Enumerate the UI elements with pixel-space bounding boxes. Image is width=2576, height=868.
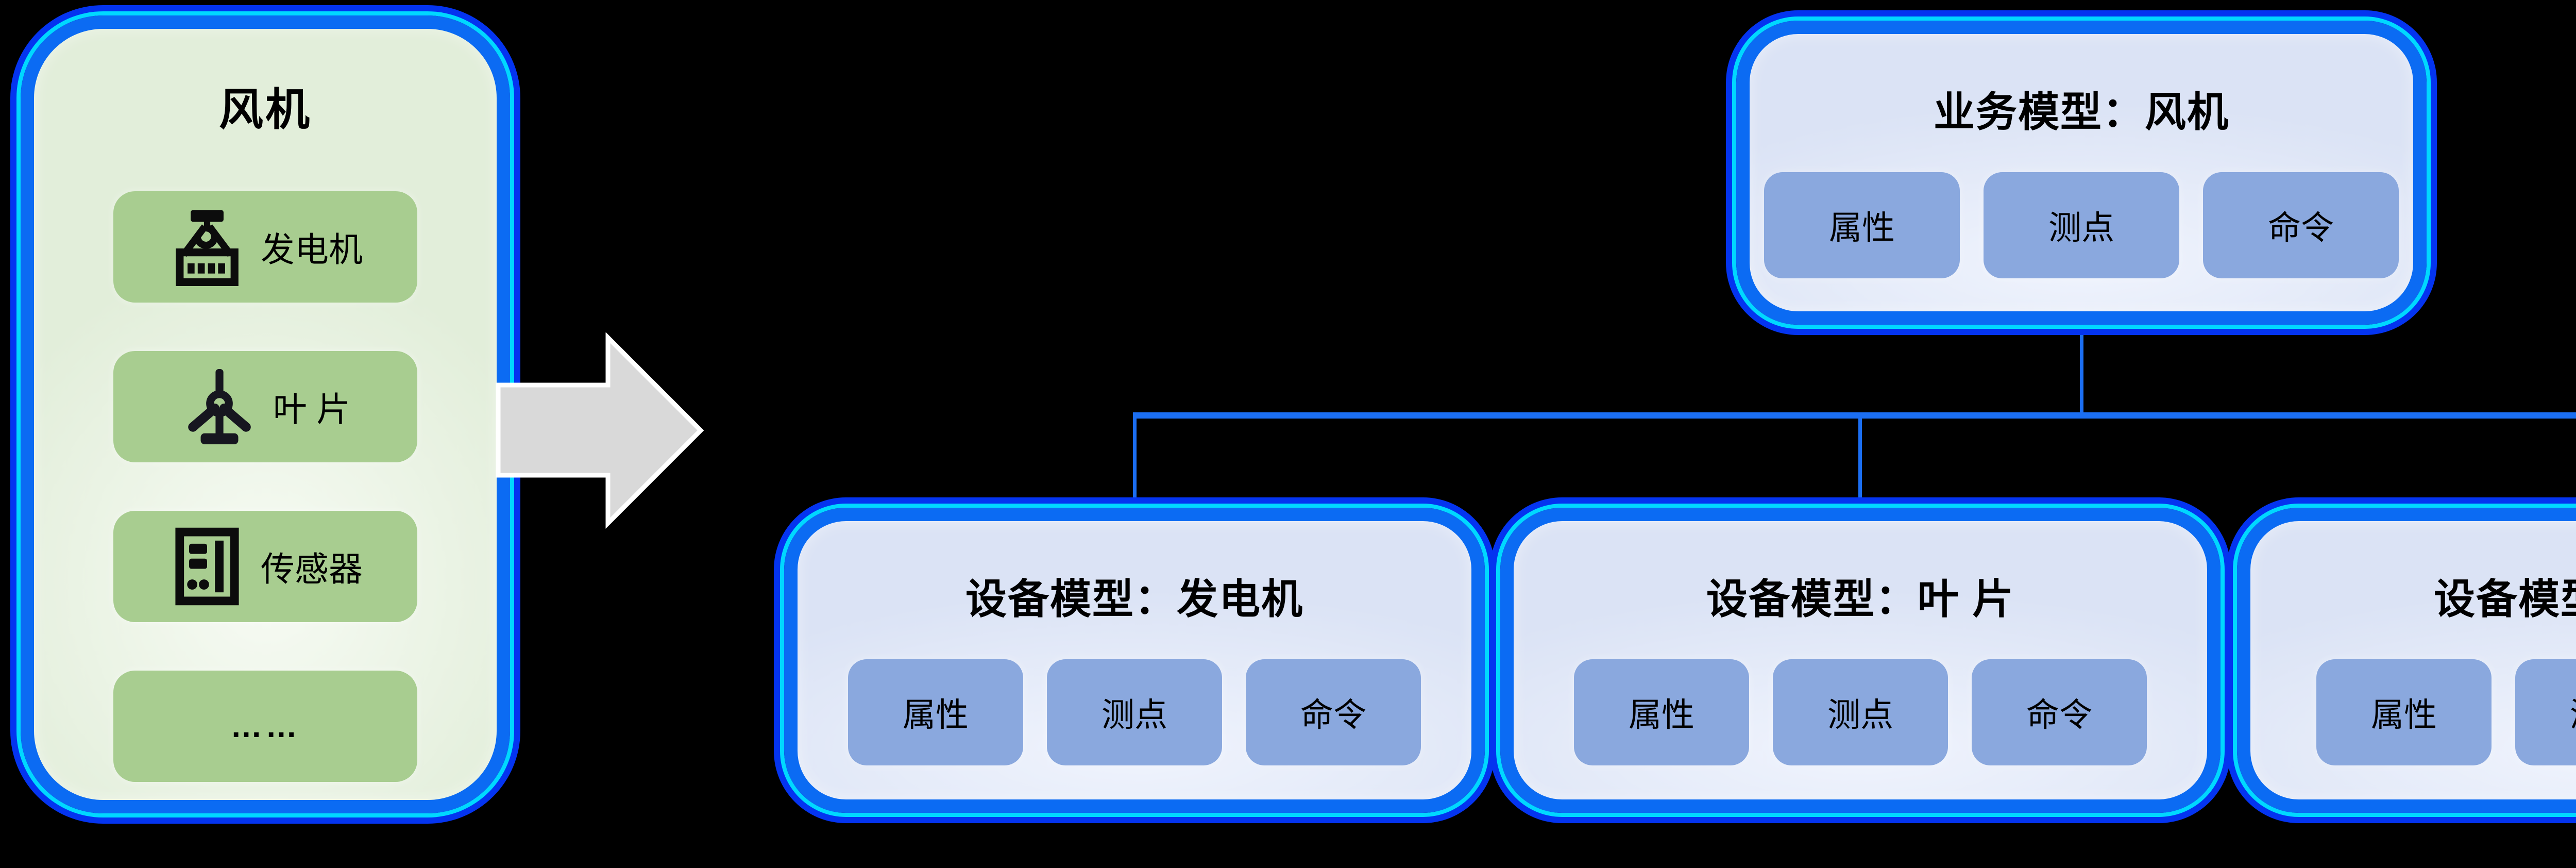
panel-title: 风机 xyxy=(219,85,312,135)
tag-attribute: 属性 xyxy=(1764,172,1960,278)
device-model-box-sensor: 设备模型：传感器 属性 测点 命令 xyxy=(2237,508,2576,813)
connector-drop-blade xyxy=(1858,419,1862,509)
box-title: 业务模型：风机 xyxy=(1934,89,2229,135)
tag-row: 属性 测点 命令 xyxy=(1764,172,2399,278)
connector-horizontal xyxy=(1133,412,2576,419)
tag-row: 属性 测点 命令 xyxy=(1574,659,2147,765)
tag-measure-point: 测点 xyxy=(2515,659,2576,765)
connector-drop-generator xyxy=(1133,419,1137,509)
device-item-more: …… xyxy=(113,671,417,782)
arrow-right-icon xyxy=(496,332,704,529)
business-model-box: 业务模型：风机 属性 测点 命令 xyxy=(1736,21,2427,325)
tag-attribute: 属性 xyxy=(2316,659,2492,765)
tag-command: 命令 xyxy=(2203,172,2399,278)
device-item-label: 发电机 xyxy=(261,230,363,269)
device-item-generator: 发电机 xyxy=(113,191,417,303)
connector-stem xyxy=(2080,325,2083,415)
tag-command: 命令 xyxy=(1972,659,2147,765)
tag-attribute: 属性 xyxy=(1574,659,1749,765)
device-item-label: 叶 片 xyxy=(273,390,351,428)
device-item-label: 传感器 xyxy=(261,550,363,588)
wind-turbine-icon xyxy=(188,369,251,444)
tag-row: 属性 测点 命令 xyxy=(2316,659,2576,765)
sensor-icon xyxy=(175,527,239,606)
box-title: 设备模型：叶 片 xyxy=(1706,576,2015,622)
device-item-list: 发电机 叶 片 xyxy=(113,191,417,782)
device-model-box-blade: 设备模型：叶 片 属性 测点 命令 xyxy=(1500,508,2221,813)
tag-attribute: 属性 xyxy=(848,659,1023,765)
generator-icon xyxy=(176,210,239,286)
device-item-blade: 叶 片 xyxy=(113,351,417,462)
device-item-sensor: 传感器 xyxy=(113,511,417,622)
ellipsis-text: …… xyxy=(230,708,300,744)
wind-turbine-panel: 风机 发电机 xyxy=(21,15,510,813)
tag-measure-point: 测点 xyxy=(1047,659,1222,765)
device-model-box-generator: 设备模型：发电机 属性 测点 命令 xyxy=(784,508,1485,813)
tag-measure-point: 测点 xyxy=(1773,659,1948,765)
tag-measure-point: 测点 xyxy=(1984,172,2179,278)
box-title: 设备模型：传感器 xyxy=(2434,576,2576,622)
tag-command: 命令 xyxy=(1246,659,1421,765)
box-title: 设备模型：发电机 xyxy=(965,576,1303,622)
tag-row: 属性 测点 命令 xyxy=(848,659,1421,765)
